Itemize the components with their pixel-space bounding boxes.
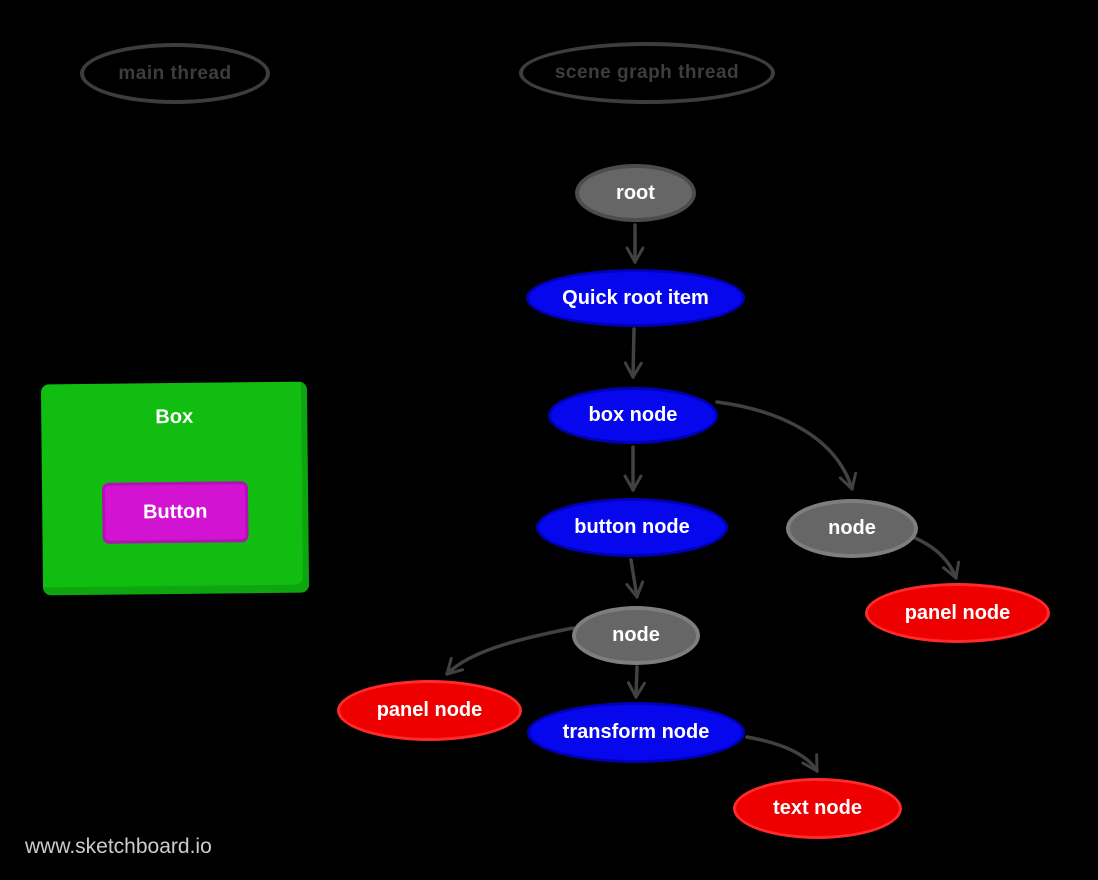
node-panel-node-right-label: panel node	[904, 601, 1011, 624]
node-quick-root-item-label: Quick root item	[562, 286, 709, 309]
scene-graph-thread-label: scene graph thread	[554, 62, 740, 83]
node-panel-node-right[interactable]: panel node	[865, 583, 1050, 643]
box-shape-label: Box	[155, 405, 194, 429]
node-quick-root-item[interactable]: Quick root item	[526, 269, 745, 327]
node-panel-node-left-label: panel node	[376, 699, 483, 721]
edge-node-lower-to-panel-node-left[interactable]	[445, 626, 575, 676]
node-right-label: node	[828, 517, 876, 539]
edge-node-lower-to-transform-node[interactable]	[626, 665, 646, 699]
main-thread-ellipse[interactable]: main thread	[80, 43, 270, 104]
node-box-node-label: box node	[588, 404, 678, 426]
node-root-label: root	[616, 181, 655, 204]
edge-transform-node-to-text-node[interactable]	[745, 735, 819, 773]
node-transform-node-label: transform node	[562, 721, 710, 743]
button-shape-label: Button	[142, 500, 208, 524]
scene-graph-thread-ellipse[interactable]: scene graph thread	[519, 42, 775, 104]
main-thread-label: main thread	[118, 62, 232, 84]
edge-node-right-to-panel-node-right[interactable]	[911, 535, 961, 580]
node-text-node[interactable]: text node	[733, 778, 902, 839]
node-root[interactable]: root	[575, 164, 696, 222]
node-lower[interactable]: node	[572, 606, 700, 665]
node-panel-node-left[interactable]: panel node	[337, 680, 522, 741]
node-transform-node[interactable]: transform node	[527, 702, 745, 763]
node-lower-label: node	[612, 624, 660, 646]
node-text-node-label: text node	[773, 797, 862, 819]
node-button-node[interactable]: button node	[536, 498, 728, 557]
button-shape[interactable]: Button	[101, 481, 249, 544]
edge-box-node-to-node-right[interactable]	[715, 400, 858, 491]
edge-quick-root-item-to-box-node[interactable]	[623, 327, 643, 379]
node-box-node[interactable]: box node	[548, 387, 718, 444]
box-shape[interactable]: Box Button	[40, 381, 310, 596]
node-right[interactable]: node	[786, 499, 918, 558]
edge-button-node-to-node-lower[interactable]	[625, 558, 645, 599]
sketchboard-watermark: www.sketchboard.io	[25, 835, 212, 858]
node-button-node-label: button node	[574, 516, 690, 538]
